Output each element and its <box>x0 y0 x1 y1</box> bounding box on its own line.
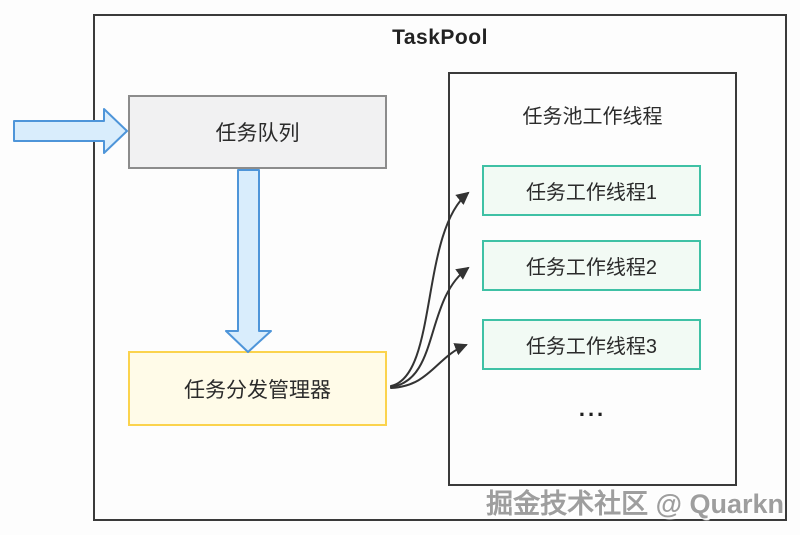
more-workers-ellipsis: ... <box>578 396 607 421</box>
worker-pool-title: 任务池工作线程 <box>522 106 663 128</box>
worker-label-1: 任务工作线程1 <box>525 182 658 204</box>
dispatcher-label: 任务分发管理器 <box>184 378 331 402</box>
task-queue-label: 任务队列 <box>215 122 300 145</box>
task-queue-box: 任务队列 <box>128 95 387 169</box>
worker-label-3: 任务工作线程3 <box>525 336 658 358</box>
watermark: 掘金技术社区 @ Quarkn <box>486 489 784 519</box>
worker-pool-panel: 任务池工作线程 任务工作线程1 任务工作线程2 任务工作线程3 ... <box>448 72 737 486</box>
worker-box-3: 任务工作线程3 <box>482 319 701 370</box>
diagram-title: TaskPool <box>392 26 488 49</box>
worker-box-2: 任务工作线程2 <box>482 240 701 291</box>
worker-box-1: 任务工作线程1 <box>482 165 701 216</box>
dispatcher-box: 任务分发管理器 <box>128 351 387 426</box>
worker-label-2: 任务工作线程2 <box>525 257 658 279</box>
